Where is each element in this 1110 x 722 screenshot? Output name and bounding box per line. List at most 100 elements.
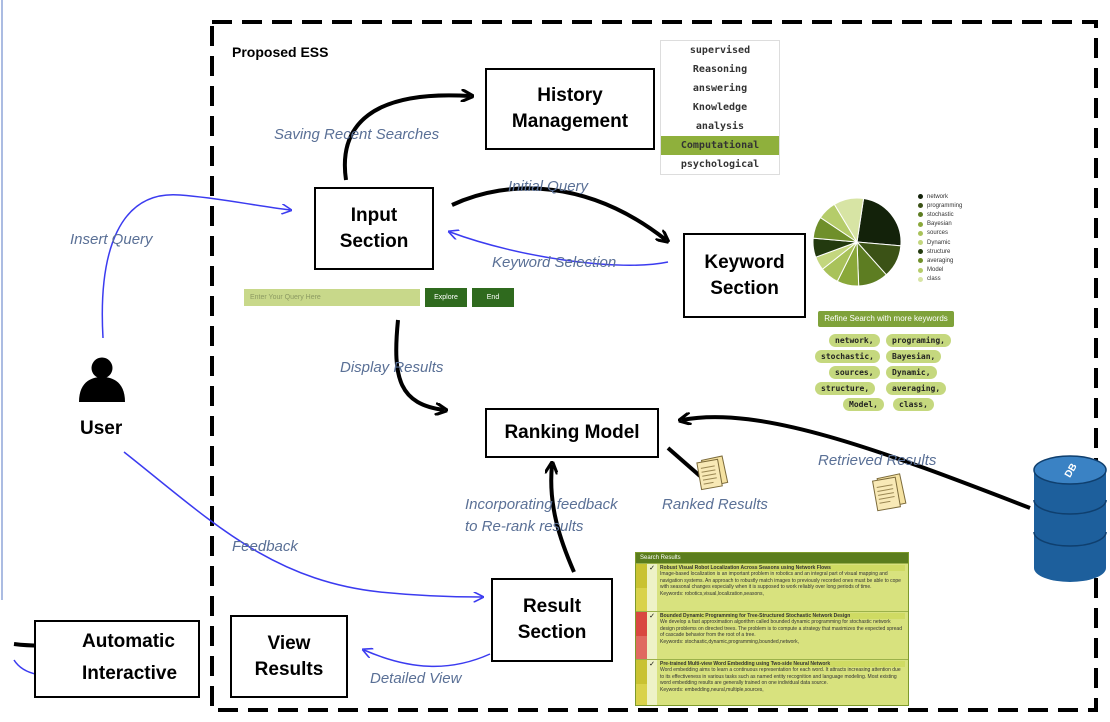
- pie-legend-swatch: [918, 212, 923, 218]
- pie-legend-label: programming: [927, 202, 963, 209]
- pie-legend-label: Bayesian: [927, 221, 952, 228]
- label-initial-query: Initial Query: [508, 178, 589, 195]
- arrow-input-to-history: [342, 95, 470, 181]
- pie-legend-label: structure: [927, 248, 951, 255]
- pie-legend-item: network: [918, 192, 962, 201]
- label-display-results: Display Results: [340, 359, 444, 376]
- pie-legend-swatch: [918, 249, 923, 255]
- history-keyword[interactable]: Knowledge: [692, 102, 748, 113]
- label-detailed-view: Detailed View: [370, 670, 462, 687]
- pie-legend-item: Model: [918, 266, 962, 275]
- arrow-user-to-result: [123, 451, 482, 597]
- arrow-db-to-ranking: [682, 417, 1031, 510]
- result-abstract: Image-based localization is an important…: [660, 571, 901, 591]
- keyword-pill[interactable]: network,: [829, 334, 880, 347]
- pie-legend-item: averaging: [918, 256, 962, 265]
- result-title[interactable]: Bounded Dynamic Programming for Tree-Str…: [660, 613, 905, 620]
- pie-legend-label: stochastic: [927, 211, 954, 218]
- ess-frame: [210, 20, 1098, 712]
- result-row[interactable]: ✓ Bounded Dynamic Programming for Tree-S…: [636, 611, 908, 659]
- arrow-result-to-ranking: [551, 465, 576, 573]
- pie-slice: [856, 197, 902, 247]
- history-keyword[interactable]: answering: [692, 83, 748, 94]
- ranked-document-icon: [696, 455, 729, 491]
- keyword-pill[interactable]: stochastic,: [815, 350, 880, 363]
- keyword-pill[interactable]: class,: [893, 398, 934, 411]
- database-icon: DB: [1033, 455, 1107, 582]
- user-icon: [79, 357, 125, 402]
- pie-legend-swatch: [918, 194, 923, 200]
- history-keyword[interactable]: Computational: [661, 136, 779, 155]
- pie-legend-label: class: [927, 276, 941, 283]
- pie-legend-item: Dynamic: [918, 238, 962, 247]
- history-keyword[interactable]: supervised: [689, 45, 751, 56]
- result-section-box: Result Section: [491, 578, 613, 662]
- arrow-keyword-to-input: [450, 232, 669, 266]
- explore-button[interactable]: Explore: [425, 288, 467, 307]
- label-keyword-selection: Keyword Selection: [492, 254, 617, 271]
- result-abstract: We develop a fast approximation algorith…: [660, 619, 902, 639]
- result-row[interactable]: ✓ Pre-trained Multi-view Word Embedding …: [636, 659, 908, 705]
- pie-legend-swatch: [918, 221, 923, 227]
- result-checkbox[interactable]: ✓: [647, 660, 657, 705]
- keyword-section-box: Keyword Section: [683, 233, 806, 318]
- result-checkbox[interactable]: ✓: [647, 564, 657, 611]
- arrow-ranking-to-results: [666, 446, 702, 478]
- arrow-user-to-input: [101, 194, 290, 339]
- pie-legend-swatch: [918, 258, 923, 264]
- query-input[interactable]: Enter Your Query Here: [244, 289, 420, 306]
- keyword-pill[interactable]: sources,: [829, 366, 880, 379]
- end-button[interactable]: End: [472, 288, 514, 307]
- keyword-pill[interactable]: Model,: [843, 398, 884, 411]
- pie-legend-item: stochastic: [918, 210, 962, 219]
- legend-box: [34, 620, 200, 698]
- pie-legend-swatch: [918, 203, 923, 209]
- keyword-pill[interactable]: programing,: [886, 334, 951, 347]
- keyword-pill[interactable]: Dynamic,: [886, 366, 937, 379]
- result-checkbox[interactable]: ✓: [647, 612, 657, 659]
- result-keywords: Keywords: stochastic,dynamic,programming…: [660, 638, 799, 645]
- legend-interactive-label: Interactive: [82, 663, 178, 684]
- result-row[interactable]: ✓ Robust Visual Robot Localization Acros…: [636, 563, 908, 611]
- result-score-bar: [636, 612, 647, 659]
- label-feedback: Feedback: [232, 538, 298, 555]
- keyword-pie-chart: [812, 197, 902, 287]
- label-retrieved-results: Retrieved Results: [818, 452, 937, 469]
- pie-slice: [833, 197, 865, 244]
- refine-search-button[interactable]: Refine Search with more keywords: [818, 311, 954, 327]
- view-results-box: View Results: [230, 615, 348, 698]
- arrow-input-to-ranking: [394, 319, 444, 410]
- pie-legend-swatch: [918, 240, 923, 246]
- history-keyword[interactable]: psychological: [680, 159, 760, 170]
- pie-legend-label: Model: [927, 267, 944, 274]
- legend-automatic-label: Automatic: [82, 631, 175, 652]
- pie-legend-item: Bayesian: [918, 220, 962, 229]
- keyword-pill[interactable]: averaging,: [886, 382, 947, 395]
- history-keyword-list: supervised Reasoning answering Knowledge…: [660, 40, 780, 175]
- pie-legend-label: Dynamic: [927, 239, 951, 246]
- history-keyword[interactable]: Reasoning: [692, 64, 748, 75]
- history-keyword[interactable]: analysis: [695, 121, 745, 132]
- pie-legend-item: sources: [918, 229, 962, 238]
- ranking-model-box: Ranking Model: [485, 408, 659, 458]
- pie-legend-swatch: [918, 276, 923, 282]
- pie-legend-label: network: [927, 193, 949, 200]
- frame-title: Proposed ESS: [232, 44, 329, 60]
- result-keywords: Keywords: robotics,visual,localization,s…: [660, 590, 764, 597]
- result-abstract: Word embedding aims to learn a continuou…: [660, 667, 901, 687]
- result-title[interactable]: Pre-trained Multi-view Word Embedding us…: [660, 661, 905, 668]
- pie-legend-item: structure: [918, 247, 962, 256]
- result-keywords: Keywords: embedding,neural,multiple,sour…: [660, 686, 764, 693]
- input-section-box: Input Section: [314, 187, 434, 270]
- result-score-bar: [636, 660, 647, 705]
- user-label: User: [80, 418, 123, 439]
- result-score-bar: [636, 564, 647, 611]
- history-management-box: History Management: [485, 68, 655, 150]
- label-incorporating-feedback: Incorporating feedback to Re-rank result…: [465, 496, 618, 535]
- keyword-pill[interactable]: Bayesian,: [886, 350, 942, 363]
- result-title[interactable]: Robust Visual Robot Localization Across …: [660, 565, 905, 572]
- keyword-pill[interactable]: structure,: [815, 382, 876, 395]
- arrow-result-to-view: [364, 650, 491, 667]
